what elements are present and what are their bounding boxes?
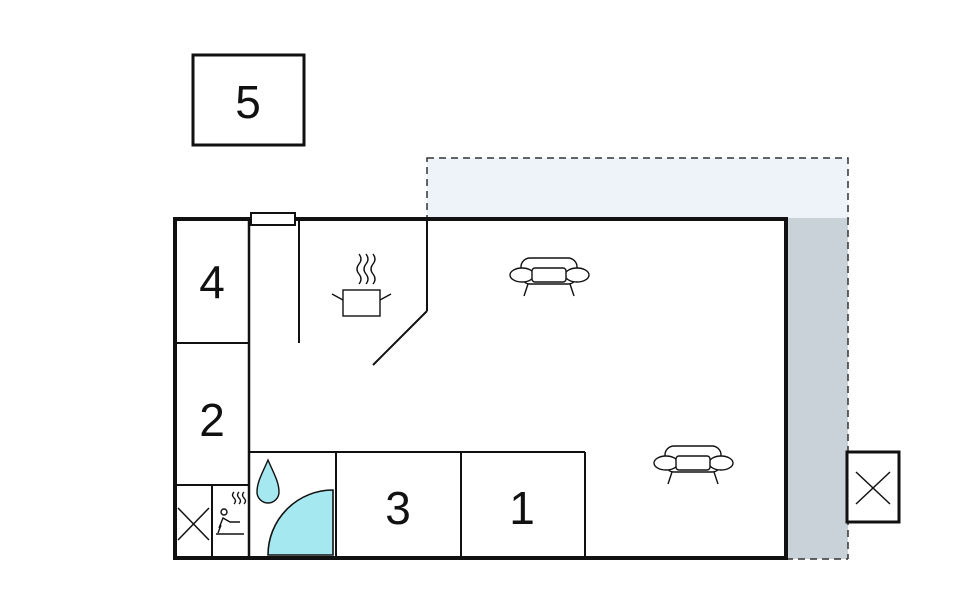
shower-icon xyxy=(267,489,334,556)
side-terrace-area xyxy=(786,218,848,559)
closet-cross-icon xyxy=(177,507,210,541)
exterior-storage-cross-icon xyxy=(845,450,901,524)
house-outline xyxy=(173,217,788,560)
kitchen-wall-diagonal xyxy=(372,310,428,366)
water-drop-icon xyxy=(256,458,280,504)
sofa-icon xyxy=(509,257,590,297)
room-number-2: 2 xyxy=(199,394,225,446)
sofa-icon xyxy=(653,445,734,485)
window xyxy=(250,212,296,226)
room-number-3: 3 xyxy=(385,482,411,534)
room-5-box xyxy=(191,53,306,147)
terrace-area xyxy=(426,157,849,220)
sauna-icon xyxy=(216,491,247,535)
room-number-5: 5 xyxy=(235,76,261,128)
room-number-1: 1 xyxy=(509,482,535,534)
room-number-4: 4 xyxy=(199,256,225,308)
cooking-pot-icon xyxy=(331,253,392,317)
